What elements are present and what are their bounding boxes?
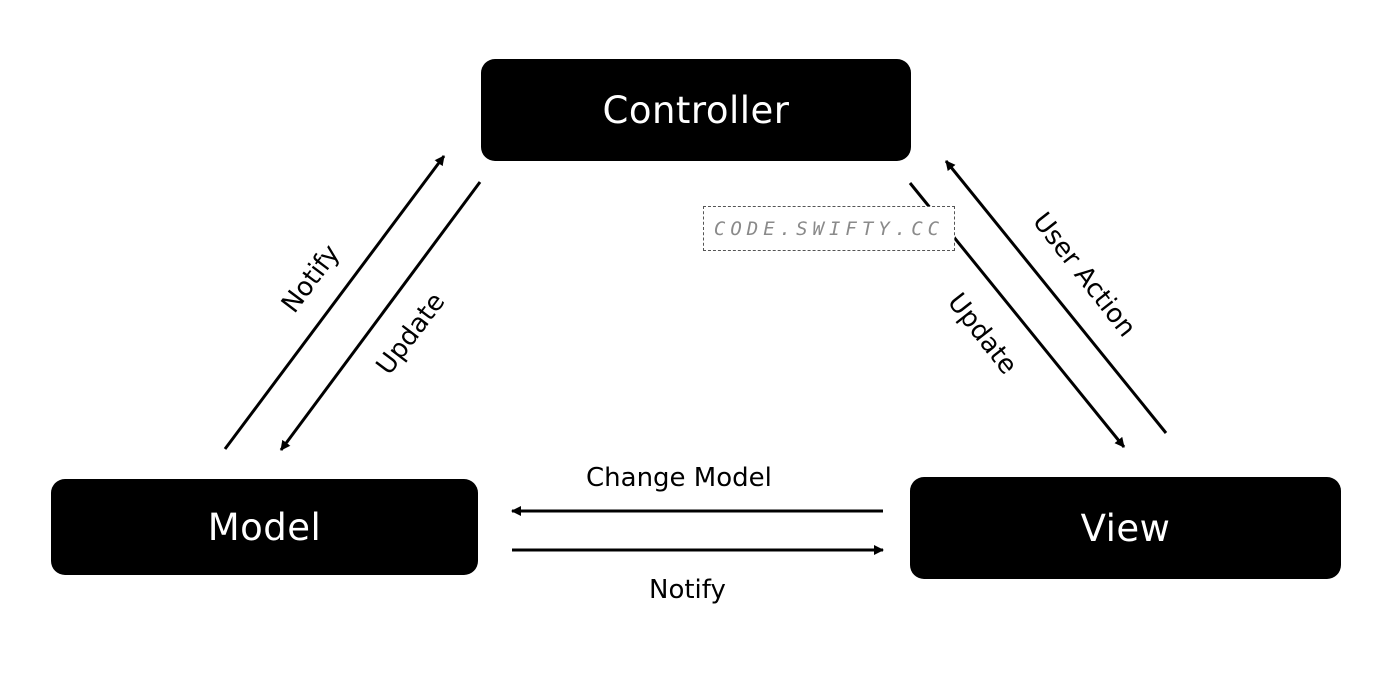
model-node: Model xyxy=(51,479,478,575)
arrow-view-to-controller xyxy=(944,160,1168,434)
model-label: Model xyxy=(207,505,322,549)
controller-label: Controller xyxy=(602,88,790,132)
arrow-model-to-controller xyxy=(223,155,446,450)
view-label: View xyxy=(1080,506,1171,550)
watermark-stamp: CODE.SWIFTY.CC xyxy=(703,206,955,251)
edge-label-view-to-model: Change Model xyxy=(586,463,772,493)
controller-node: Controller xyxy=(481,59,911,161)
arrow-controller-to-model xyxy=(279,181,482,451)
edge-label-model-to-view: Notify xyxy=(649,575,726,605)
view-node: View xyxy=(910,477,1341,579)
